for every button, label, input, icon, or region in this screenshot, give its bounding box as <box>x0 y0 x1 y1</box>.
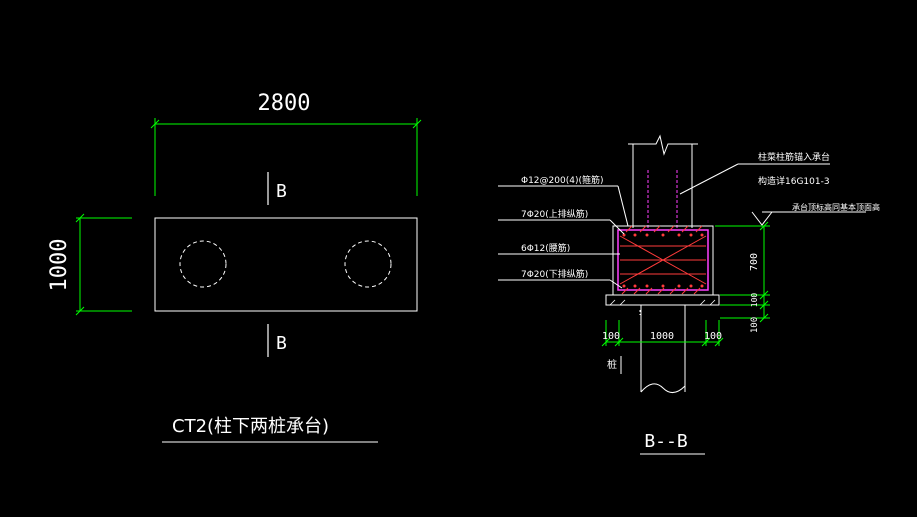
section-dim-right: 100 <box>704 331 722 342</box>
section-cushion <box>605 294 720 306</box>
section-view: 桩 Φ12@200(4)(箍筋) 7Φ20(上排纵筋) 6Φ12(腰筋) 7Φ2… <box>498 134 880 455</box>
section-title: B--B <box>644 431 687 452</box>
section-stirrup <box>617 229 709 291</box>
section-elevation-mark <box>715 211 866 227</box>
plan-dim-width <box>150 118 422 196</box>
section-top-bars <box>622 233 704 237</box>
plan-section-mark-top: B <box>276 181 287 202</box>
plan-cap-outline <box>154 217 418 312</box>
plan-dim-width-text: 2800 <box>258 91 311 116</box>
section-column-note-leader <box>679 163 830 195</box>
section-pile <box>639 305 686 393</box>
section-note-column-2: 构造详16G101-3 <box>758 175 830 187</box>
section-bottom-hatch <box>621 287 701 295</box>
section-top-hatch <box>625 225 703 233</box>
section-bottom-bars <box>622 284 704 288</box>
section-side-bars <box>619 235 707 285</box>
section-note-elevation: 承台顶标高同基本顶面高 <box>792 202 880 212</box>
section-dim-middle: 1000 <box>650 331 674 342</box>
section-pile-label: 桩 <box>607 358 617 371</box>
section-cushion-hatch <box>609 299 716 306</box>
section-dim-cushion: 100 <box>750 293 759 308</box>
section-dim-bottom: 100 <box>750 317 760 333</box>
plan-pile-left <box>179 240 227 288</box>
plan-section-mark-bottom: B <box>276 333 287 354</box>
section-leaders <box>498 185 629 289</box>
section-note-column-1: 柱菜柱筋锚入承台 <box>758 151 830 163</box>
section-label-side-bars: 6Φ12(腰筋) <box>521 242 570 254</box>
plan-title: CT2(柱下两桩承台) <box>172 416 329 437</box>
section-label-top-bars: 7Φ20(上排纵筋) <box>521 208 588 220</box>
plan-dim-height-text: 1000 <box>47 239 72 292</box>
section-dim-vertical <box>720 221 770 323</box>
plan-pile-right <box>344 240 392 288</box>
section-label-stirrup: Φ12@200(4)(箍筋) <box>521 174 604 186</box>
section-dim-horizontal <box>601 320 724 347</box>
plan-dim-height <box>75 213 132 316</box>
plan-view: 2800 1000 B B CT2(柱下两桩承台) <box>47 91 422 443</box>
section-label-bottom-bars: 7Φ20(下排纵筋) <box>521 268 588 280</box>
section-column <box>628 134 698 228</box>
section-dim-left: 100 <box>602 331 620 342</box>
section-dim-depth: 700 <box>749 253 760 271</box>
